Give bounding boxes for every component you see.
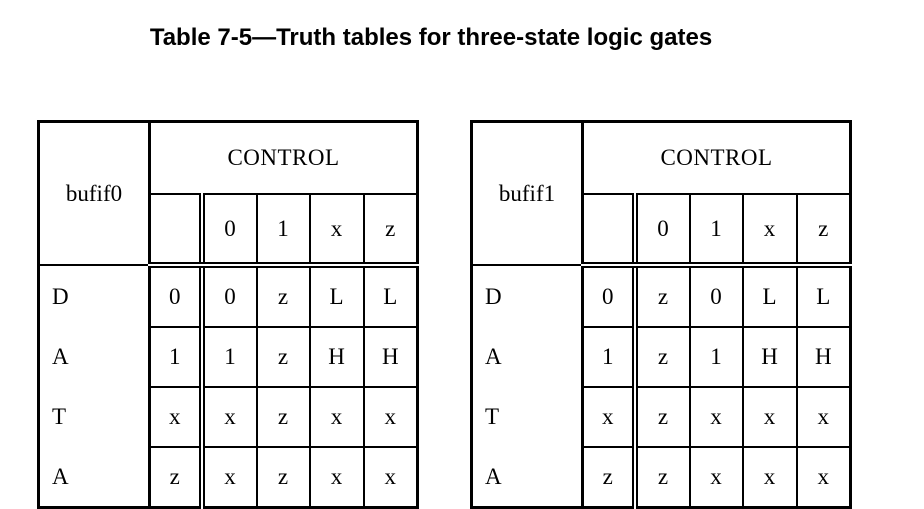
data-value: 0 xyxy=(581,264,636,328)
cell-value: x xyxy=(741,386,798,448)
table-header-row-control: bufif0 CONTROL xyxy=(37,120,419,266)
data-value: x xyxy=(148,386,203,448)
table-row: A z x z x x xyxy=(37,446,419,509)
cell-value: x xyxy=(688,386,744,448)
cell-value: z xyxy=(631,326,691,388)
data-label-letter: D xyxy=(470,265,584,327)
cell-value: z xyxy=(631,264,691,328)
cell-value: x xyxy=(795,386,852,448)
table-row: D 0 0 z L L xyxy=(37,264,419,328)
data-value: 1 xyxy=(581,326,636,388)
cell-value: L xyxy=(308,264,365,328)
truth-table-bufif0: bufif0 CONTROL 0 1 x z D 0 0 z L L A 1 xyxy=(37,120,419,509)
data-value: 1 xyxy=(148,326,203,388)
data-value: x xyxy=(581,386,636,448)
gate-name-label: bufif0 xyxy=(37,120,151,266)
cell-value: x xyxy=(688,446,744,509)
page-title: Table 7-5—Truth tables for three-state l… xyxy=(149,24,713,51)
cell-value: x xyxy=(198,386,258,448)
data-label-letter: A xyxy=(37,447,151,508)
cell-value: z xyxy=(255,386,311,448)
data-label-letter: A xyxy=(470,447,584,508)
table-row: A z z x x x xyxy=(470,446,852,509)
cell-value: H xyxy=(308,326,365,388)
truth-table-bufif1: bufif1 CONTROL 0 1 x z D 0 z 0 L L A 1 xyxy=(470,120,852,509)
data-label-letter: T xyxy=(470,387,584,447)
control-header-label: CONTROL xyxy=(148,120,419,195)
control-value-x: x xyxy=(741,193,798,268)
cell-value: z xyxy=(255,446,311,509)
data-label-letter: A xyxy=(37,327,151,387)
cell-value: 0 xyxy=(688,264,744,328)
cell-value: L xyxy=(795,264,852,328)
control-value-z: z xyxy=(362,193,419,268)
table-header-row-control: bufif1 CONTROL xyxy=(470,120,852,266)
data-label-letter: T xyxy=(37,387,151,447)
cell-value: H xyxy=(362,326,419,388)
table-row: T x x z x x xyxy=(37,386,419,448)
control-value-z: z xyxy=(795,193,852,268)
data-value: 0 xyxy=(148,264,203,328)
control-value-1: 1 xyxy=(255,193,311,268)
cell-value: x xyxy=(308,446,365,509)
cell-value: x xyxy=(362,446,419,509)
control-value-0: 0 xyxy=(198,193,258,268)
table-subheader-row: 0 1 x z xyxy=(39,193,419,268)
control-header-label: CONTROL xyxy=(581,120,852,195)
data-label-letter: A xyxy=(470,327,584,387)
control-value-x: x xyxy=(308,193,365,268)
table-subheader-row: 0 1 x z xyxy=(472,193,852,268)
cell-value: x xyxy=(198,446,258,509)
cell-value: 1 xyxy=(198,326,258,388)
cell-value: x xyxy=(308,386,365,448)
control-value-1: 1 xyxy=(688,193,744,268)
data-value: z xyxy=(148,446,203,509)
table-row: T x z x x x xyxy=(470,386,852,448)
subheader-empty-cell xyxy=(581,193,636,268)
cell-value: L xyxy=(362,264,419,328)
cell-value: z xyxy=(255,326,311,388)
cell-value: 1 xyxy=(688,326,744,388)
cell-value: x xyxy=(362,386,419,448)
cell-value: x xyxy=(795,446,852,509)
cell-value: z xyxy=(631,446,691,509)
cell-value: x xyxy=(741,446,798,509)
subheader-empty-cell xyxy=(148,193,203,268)
gate-name-label: bufif1 xyxy=(470,120,584,266)
data-label-letter: D xyxy=(37,265,151,327)
cell-value: z xyxy=(255,264,311,328)
table-row: A 1 z 1 H H xyxy=(470,326,852,388)
table-row: D 0 z 0 L L xyxy=(470,264,852,328)
cell-value: H xyxy=(741,326,798,388)
cell-value: z xyxy=(631,386,691,448)
data-value: z xyxy=(581,446,636,509)
cell-value: 0 xyxy=(198,264,258,328)
cell-value: L xyxy=(741,264,798,328)
cell-value: H xyxy=(795,326,852,388)
table-row: A 1 1 z H H xyxy=(37,326,419,388)
control-value-0: 0 xyxy=(631,193,691,268)
